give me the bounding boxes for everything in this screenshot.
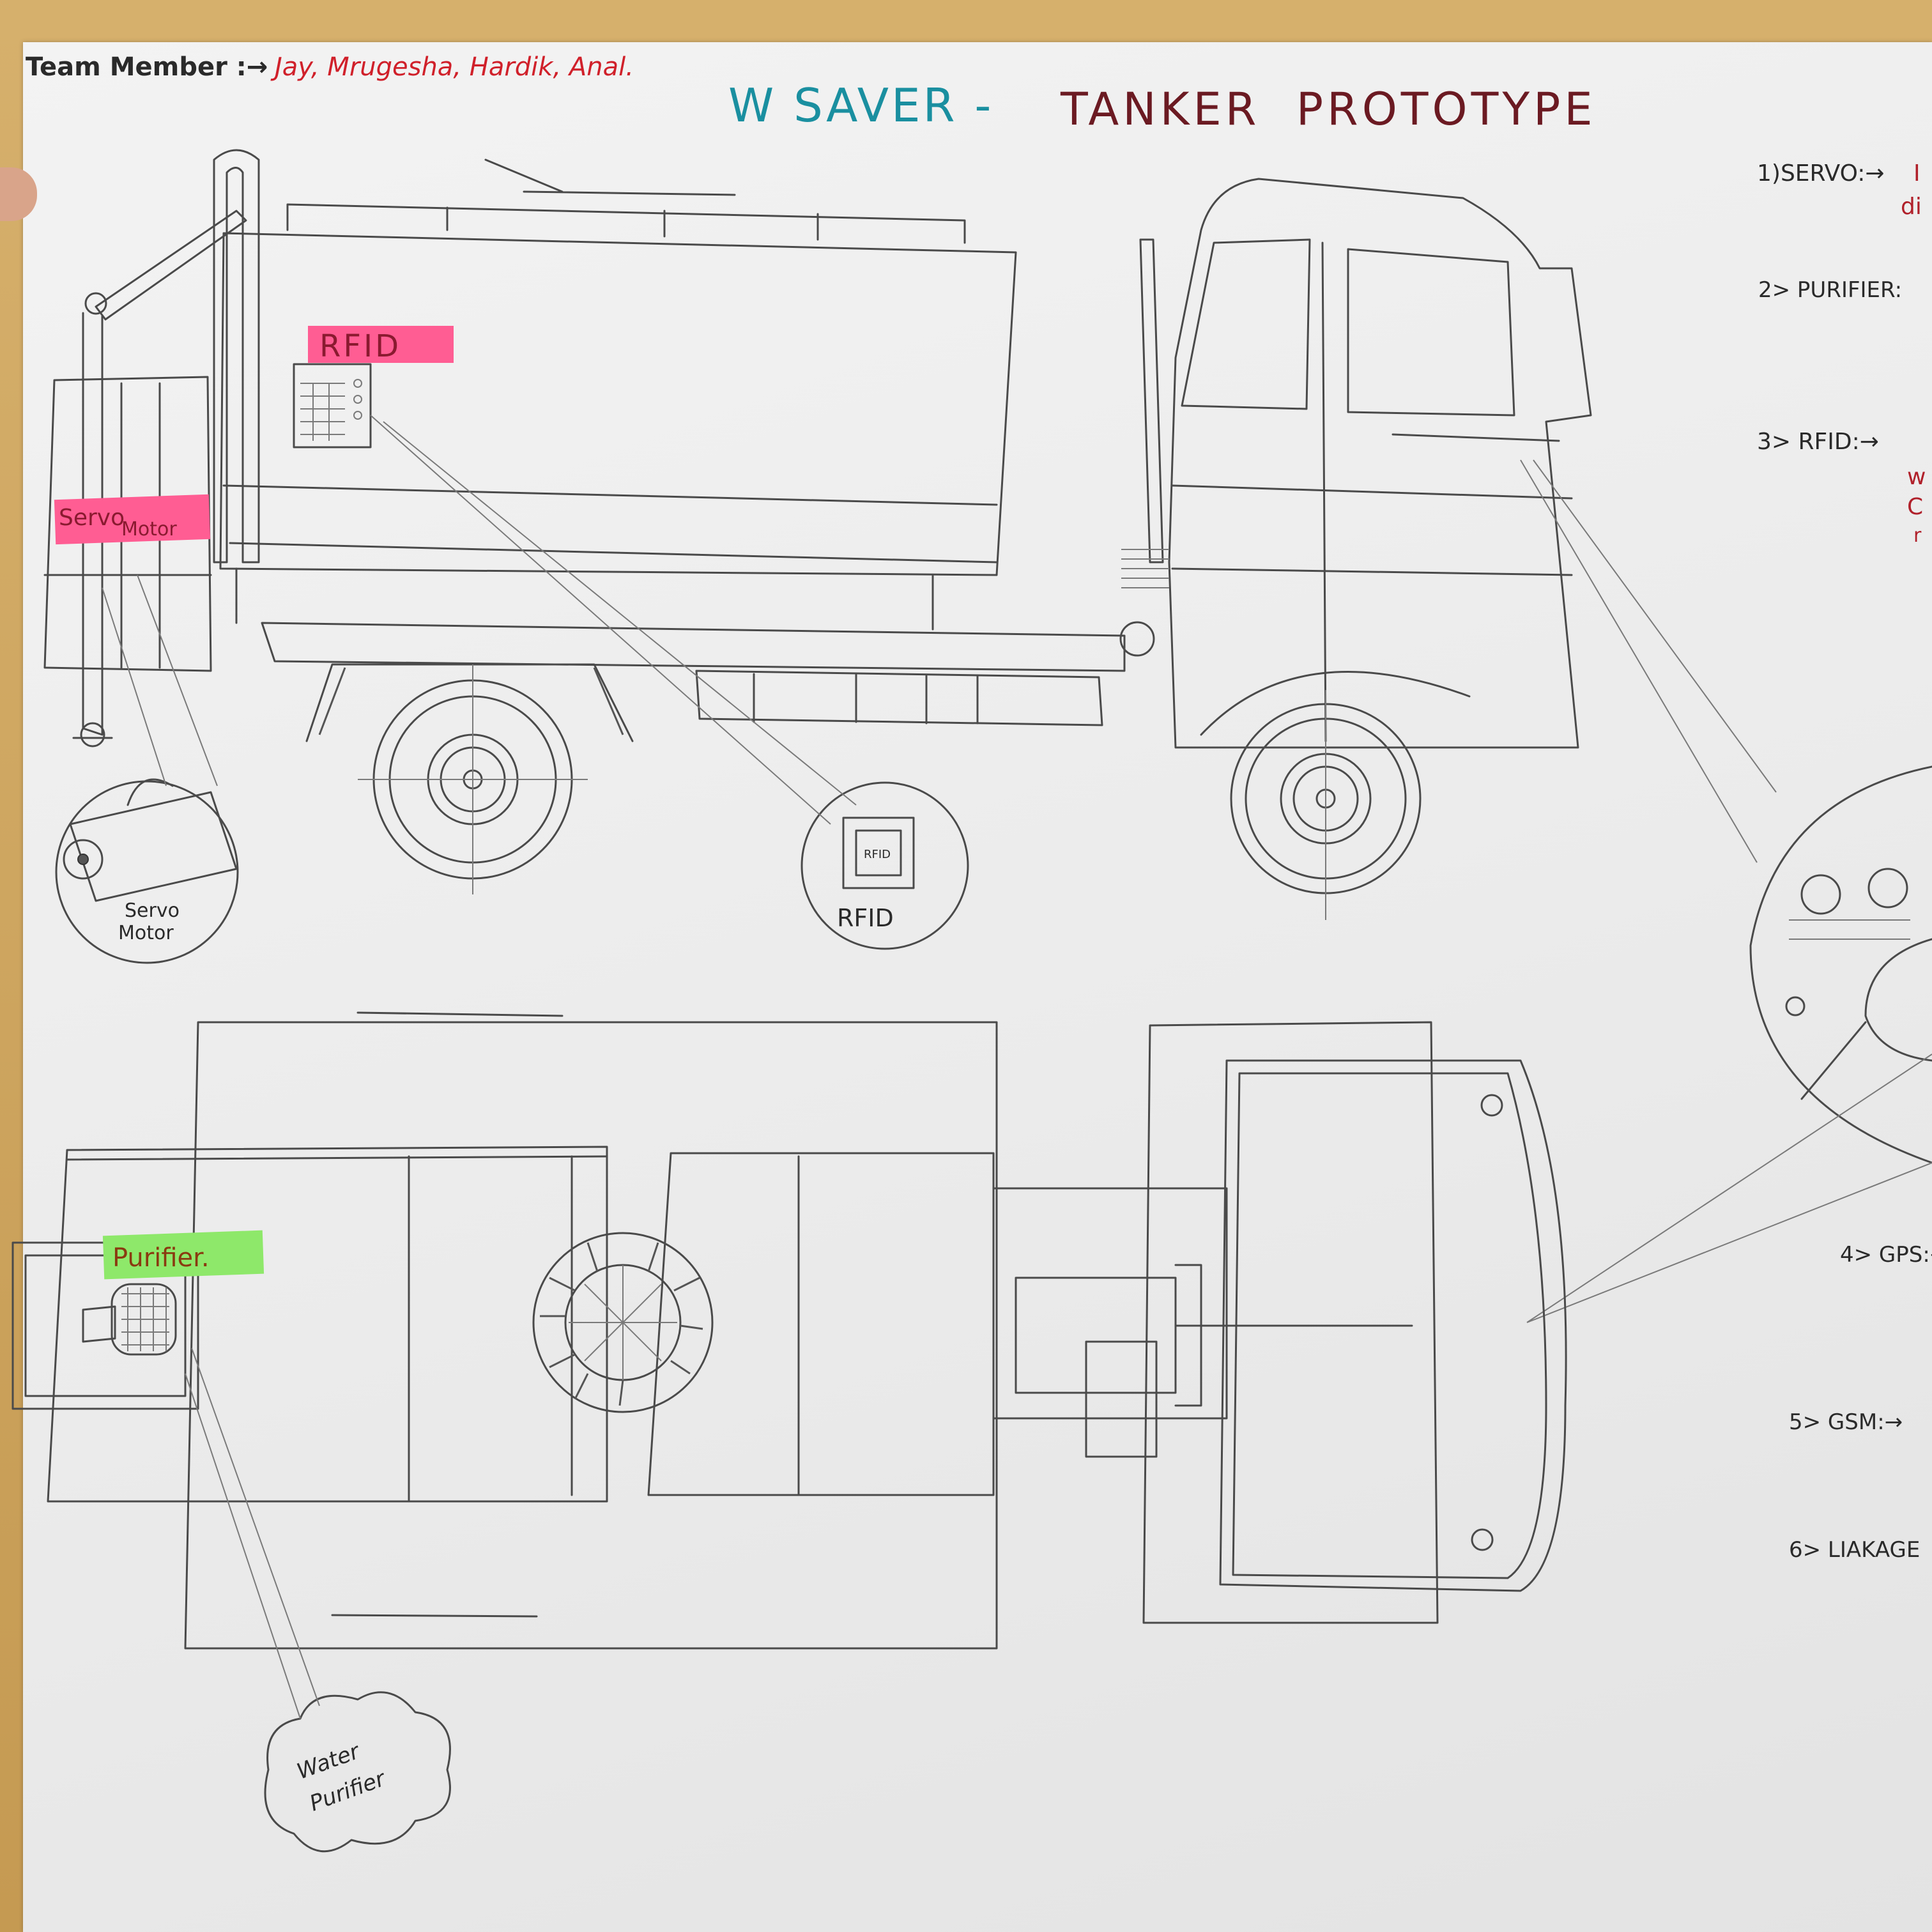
title-tanker-prototype: TANKER PROTOTYPE: [1060, 83, 1597, 135]
rfid-tag: RFID: [308, 326, 454, 364]
rfid-detail-label: RFID: [837, 904, 894, 932]
rfid-tag-text: RFID: [319, 328, 401, 364]
component-legend: 1)SERVO:→ I di 2> PURIFIER: 3> RFID:→ w …: [1757, 160, 1932, 1563]
legend-item-leakage: 6> LIAKAGE: [1789, 1537, 1920, 1563]
side-view-tank: [43, 149, 1126, 747]
rfid-chip-label: RFID: [864, 848, 891, 861]
title-wsaver: W SAVER -: [728, 79, 993, 132]
purifier-tag: Purifier.: [102, 1230, 264, 1280]
side-view-front-wheel: [1230, 690, 1422, 920]
servo-motor-detail: Servo Motor: [55, 574, 239, 964]
side-view-cab: [695, 178, 1592, 749]
servo-detail-label-line1: Servo: [125, 900, 180, 922]
purifier-tag-text: Purifier.: [112, 1243, 210, 1273]
side-view-rear-wheel: [305, 663, 634, 894]
legend-item-servo-note: I: [1913, 160, 1920, 187]
legend-item-rfid-note3: r: [1913, 525, 1922, 547]
team-member-prefix: Team Member :→: [26, 52, 268, 82]
water-purifier-callout: Water Purifier: [185, 1347, 451, 1853]
top-view-truck: [12, 1011, 1567, 1650]
legend-item-servo: 1)SERVO:→: [1757, 160, 1885, 187]
legend-item-rfid-note: w: [1907, 464, 1926, 490]
servo-tag-text-line2: Motor: [121, 518, 177, 540]
legend-item-gsm: 5> GSM:→: [1789, 1409, 1903, 1435]
legend-item-servo-note2: di: [1901, 194, 1922, 220]
dashboard-detail: [1520, 459, 1932, 1323]
team-member-names: Jay, Mrugesha, Hardik, Anal.: [270, 52, 634, 82]
servo-motor-tag: Servo Motor: [54, 494, 211, 545]
legend-item-gps: 4> GPS:→: [1840, 1242, 1932, 1268]
servo-tag-text-line1: Servo: [59, 505, 125, 531]
legend-item-rfid: 3> RFID:→: [1757, 429, 1879, 455]
rfid-detail: RFID RFID: [370, 415, 969, 950]
servo-detail-label-line2: Motor: [118, 922, 174, 944]
holding-thumb: [0, 167, 37, 221]
legend-item-rfid-note2: C: [1907, 494, 1923, 520]
legend-item-purifier: 2> PURIFIER:: [1758, 277, 1902, 303]
